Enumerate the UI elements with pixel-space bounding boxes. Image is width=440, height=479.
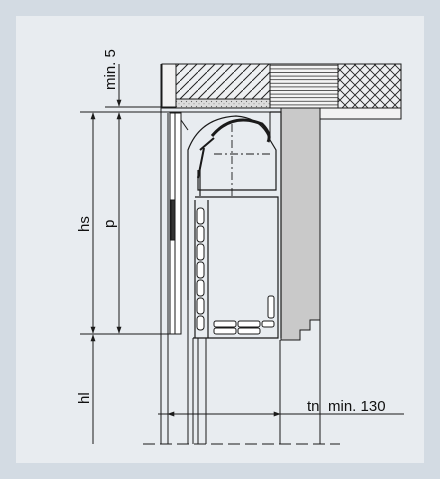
shutter-box — [86, 111, 282, 339]
insulation-block — [269, 63, 339, 109]
shutter-slats — [196, 207, 275, 335]
plaster-block — [161, 63, 177, 109]
ceiling-structure — [161, 63, 402, 120]
side-wall — [280, 107, 321, 444]
lintel-hatched — [175, 63, 271, 100]
window-frame — [160, 64, 207, 444]
dim-label-min-top: min. 5 — [102, 49, 119, 90]
dim-label-hl: hl — [76, 392, 93, 404]
dim-label-min-side: min. 130 — [328, 398, 386, 415]
dim-label-hs: hs — [76, 216, 93, 232]
dimension-lines — [80, 64, 404, 444]
wall-plate — [319, 107, 402, 120]
dim-label-p: p — [101, 220, 118, 228]
dim-label-tn: tn — [307, 398, 320, 415]
screed-layer — [175, 98, 271, 109]
masonry-block — [337, 63, 402, 109]
